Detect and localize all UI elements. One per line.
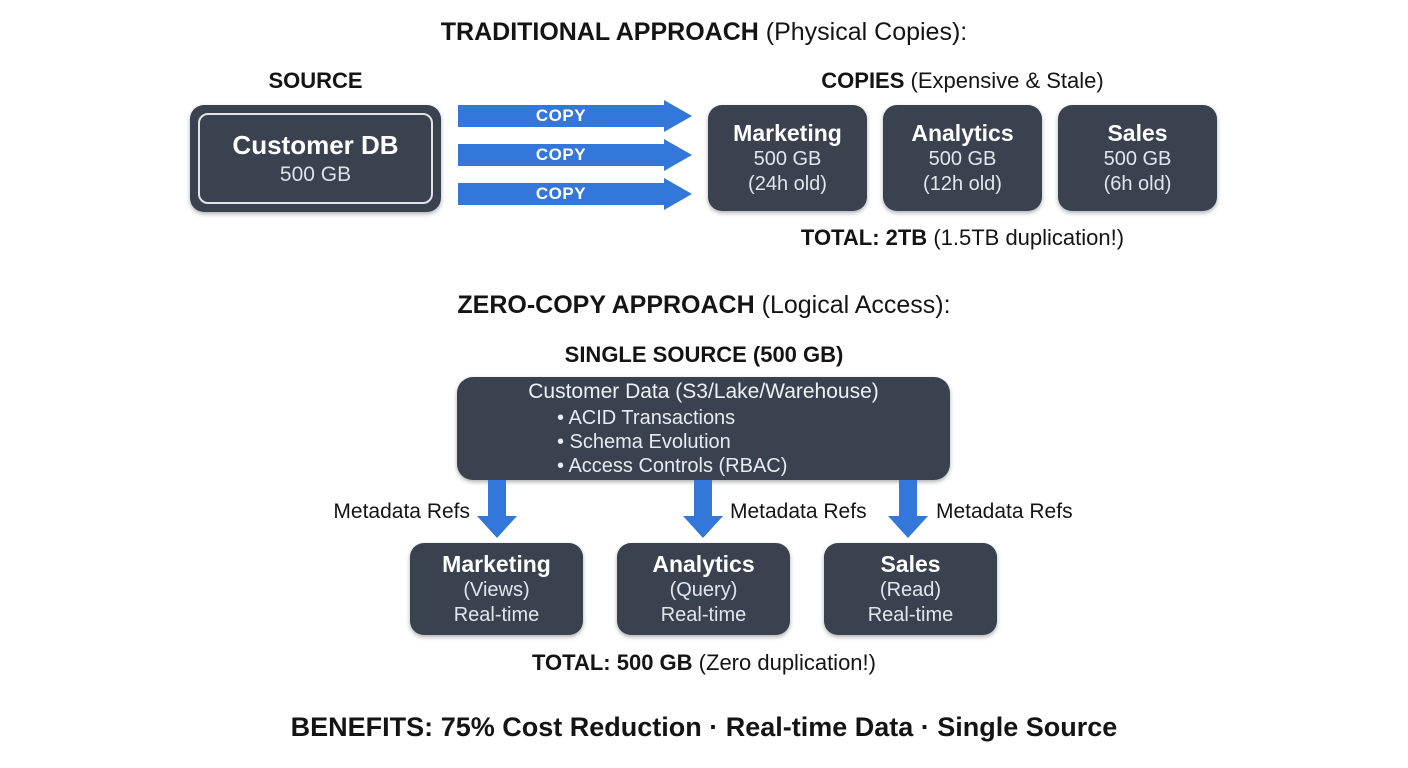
copy-box-marketing-size: 500 GB (753, 148, 822, 171)
copy-box-sales-size: 500 GB (1103, 148, 1172, 171)
metadata-refs-label-3: Metadata Refs (936, 500, 1073, 523)
consumer-box-sales: Sales (Read) Real-time (824, 543, 997, 635)
bullet-schema-evolution: • Schema Evolution (557, 430, 731, 453)
benefits-line: BENEFITS: 75% Cost Reduction · Real-time… (0, 712, 1408, 743)
single-source-box: Customer Data (S3/Lake/Warehouse) • ACID… (457, 377, 950, 480)
copy-box-sales: Sales 500 GB (6h old) (1058, 105, 1217, 211)
copy-box-marketing: Marketing 500 GB (24h old) (708, 105, 867, 211)
metadata-arrow-1-shaft (488, 480, 506, 516)
traditional-title: TRADITIONAL APPROACH (Physical Copies): (0, 18, 1408, 47)
consumer-box-analytics: Analytics (Query) Real-time (617, 543, 790, 635)
zero-copy-total: TOTAL: 500 GB (Zero duplication!) (0, 650, 1408, 676)
metadata-arrow-2 (683, 480, 723, 538)
copies-label-rest: (Expensive & Stale) (904, 68, 1104, 93)
traditional-title-bold: TRADITIONAL APPROACH (440, 18, 759, 46)
copy-box-analytics-age: (12h old) (923, 173, 1002, 196)
consumer-box-marketing-name: Marketing (442, 550, 551, 577)
metadata-arrow-3 (888, 480, 928, 538)
traditional-total: TOTAL: 2TB (1.5TB duplication!) (708, 225, 1217, 251)
traditional-total-rest: (1.5TB duplication!) (927, 225, 1125, 250)
copy-box-marketing-name: Marketing (733, 119, 842, 146)
zero-copy-title-rest: (Logical Access): (754, 291, 951, 319)
single-source-box-title: Customer Data (S3/Lake/Warehouse) (528, 380, 879, 404)
bullet-acid-transactions: • ACID Transactions (557, 406, 736, 429)
copy-arrow-3-label: COPY (535, 184, 587, 203)
copy-arrow-2-tip-icon (664, 139, 692, 171)
copy-box-analytics-size: 500 GB (928, 148, 997, 171)
copies-label: COPIES (Expensive & Stale) (708, 68, 1217, 94)
copy-arrow-2: COPY (458, 139, 692, 171)
copies-label-bold: COPIES (821, 68, 905, 93)
metadata-arrow-2-tip-icon (683, 516, 723, 538)
copy-box-sales-name: Sales (1107, 119, 1168, 146)
copy-arrow-1-label: COPY (535, 106, 587, 125)
copy-arrow-3-tip-icon (664, 178, 692, 210)
single-source-label: SINGLE SOURCE (500 GB) (564, 342, 844, 367)
metadata-arrow-2-shaft (694, 480, 712, 516)
copy-arrow-2-label: COPY (535, 145, 587, 164)
metadata-arrow-3-shaft (899, 480, 917, 516)
consumer-box-sales-name: Sales (880, 550, 941, 577)
source-label: SOURCE (268, 68, 363, 93)
metadata-arrow-1 (477, 480, 517, 538)
copy-box-analytics-name: Analytics (911, 119, 1014, 146)
consumer-box-sales-freshness: Real-time (867, 604, 954, 627)
metadata-refs-label-2: Metadata Refs (730, 500, 867, 523)
traditional-title-rest: (Physical Copies): (758, 18, 968, 46)
copy-box-marketing-age: (24h old) (748, 173, 827, 196)
copy-arrow-1-tip-icon (664, 100, 692, 132)
source-db-size: 500 GB (279, 162, 352, 186)
consumer-box-marketing-freshness: Real-time (453, 604, 540, 627)
consumer-box-marketing-mode: (Views) (463, 579, 530, 602)
zero-copy-total-bold: TOTAL: 500 GB (532, 650, 693, 675)
bullet-access-controls: • Access Controls (RBAC) (557, 454, 788, 477)
copy-box-sales-age: (6h old) (1103, 173, 1172, 196)
copy-arrow-1: COPY (458, 100, 692, 132)
consumer-box-sales-mode: (Read) (879, 579, 942, 602)
zero-copy-title-bold: ZERO-COPY APPROACH (457, 291, 755, 319)
copy-arrow-1-shaft: COPY (458, 105, 664, 127)
consumer-box-analytics-mode: (Query) (669, 579, 738, 602)
source-db-title: Customer DB (232, 130, 399, 161)
copy-arrow-3-shaft: COPY (458, 183, 664, 205)
benefits-label: BENEFITS: (290, 712, 434, 742)
consumer-box-analytics-name: Analytics (652, 550, 755, 577)
copy-box-analytics: Analytics 500 GB (12h old) (883, 105, 1042, 211)
metadata-arrow-1-tip-icon (477, 516, 517, 538)
consumer-box-analytics-freshness: Real-time (660, 604, 747, 627)
metadata-arrow-3-tip-icon (888, 516, 928, 538)
zero-copy-title: ZERO-COPY APPROACH (Logical Access): (0, 291, 1408, 320)
consumer-box-marketing: Marketing (Views) Real-time (410, 543, 583, 635)
single-source-box-bullets: • ACID Transactions • Schema Evolution •… (557, 406, 787, 478)
benefits-rest: 75% Cost Reduction · Real-time Data · Si… (433, 712, 1118, 742)
metadata-refs-label-1: Metadata Refs (333, 500, 470, 523)
copy-arrow-2-shaft: COPY (458, 144, 664, 166)
copy-arrow-3: COPY (458, 178, 692, 210)
zero-copy-total-rest: (Zero duplication!) (692, 650, 876, 675)
traditional-total-bold: TOTAL: 2TB (800, 225, 928, 250)
source-db-box: Customer DB 500 GB (190, 105, 441, 212)
